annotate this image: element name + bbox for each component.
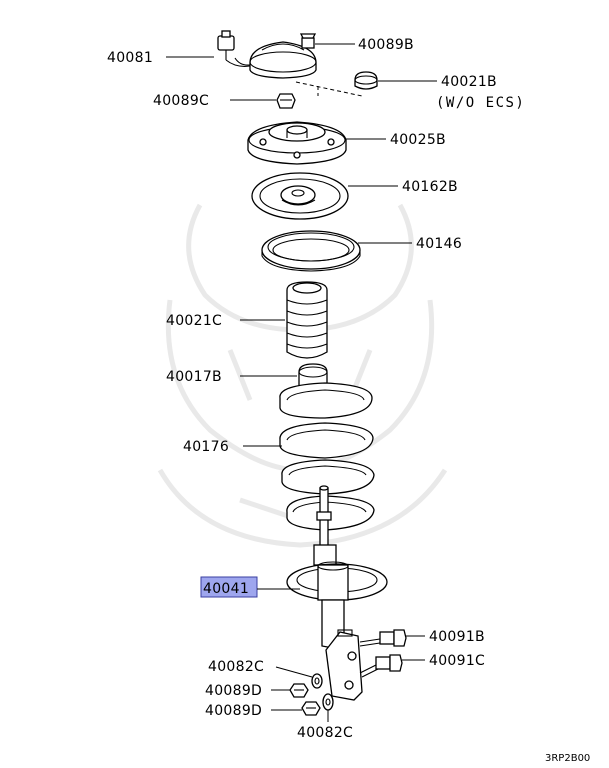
part-40162B-upper-spring-seat <box>251 172 349 220</box>
label-40162B: 40162B <box>402 179 458 195</box>
label-40091C: 40091C <box>429 653 485 669</box>
part-40176-coil-spring <box>279 382 375 531</box>
part-40025B-strut-mount <box>247 121 347 165</box>
label-40176: 40176 <box>183 439 229 455</box>
label-40041: 40041 <box>203 581 249 597</box>
label-40082C-left: 40082C <box>208 659 264 675</box>
label-40089D-upper: 40089D <box>205 683 262 699</box>
label-40081: 40081 <box>107 50 153 66</box>
part-40089D-nut-lower <box>301 701 321 716</box>
note-without-ecs: (W/O ECS) <box>436 95 525 111</box>
label-40091B: 40091B <box>429 629 485 645</box>
label-40089D-lower: 40089D <box>205 703 262 719</box>
label-40021C: 40021C <box>166 313 222 329</box>
label-40082C-bottom: 40082C <box>297 725 353 741</box>
part-40146-spring-pad <box>261 230 361 272</box>
label-40021B: 40021B <box>441 74 497 90</box>
highlight-40041 <box>200 576 258 598</box>
part-40091B-bolt <box>359 629 407 647</box>
part-40089C-nut <box>276 93 296 109</box>
diagram-code: 3RP2B00 <box>545 753 590 764</box>
label-40089C: 40089C <box>153 93 209 109</box>
label-40017B: 40017B <box>166 369 222 385</box>
part-40082C-washer-left <box>311 673 323 689</box>
part-40082C-washer-bottom <box>322 693 334 711</box>
label-40089B: 40089B <box>358 37 414 53</box>
part-40021B-dust-cap <box>354 71 378 90</box>
part-40089D-nut-upper <box>289 683 309 698</box>
part-40081-cap <box>217 30 317 79</box>
part-40021C-dust-boot <box>286 281 328 359</box>
label-40025B: 40025B <box>390 132 446 148</box>
label-40146: 40146 <box>416 236 462 252</box>
part-40091C-bolt <box>359 654 403 678</box>
part-40041-strut <box>286 485 388 701</box>
